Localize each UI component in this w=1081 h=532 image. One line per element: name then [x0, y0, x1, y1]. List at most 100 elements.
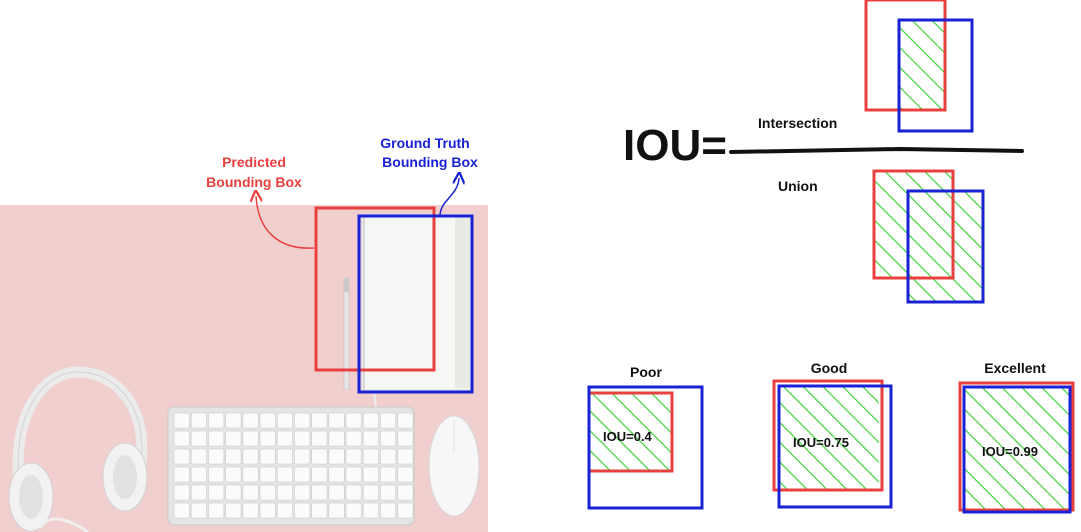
denominator-label: Union: [778, 178, 818, 194]
keyboard-key: [191, 467, 207, 482]
keyboard-key: [277, 431, 293, 446]
keyboard-key: [191, 413, 207, 428]
keyboard-key: [294, 467, 310, 482]
keyboard-key: [243, 467, 258, 482]
iou-value: IOU=0.4: [603, 429, 653, 444]
keyboard-key: [398, 431, 414, 446]
keyboard-key: [380, 449, 396, 464]
keyboard-key: [260, 413, 276, 428]
keyboard-image: [168, 392, 414, 525]
keyboard-key: [277, 449, 293, 464]
keyboard-key: [260, 449, 276, 464]
keyboard-key: [398, 467, 414, 482]
example-poor: Poor IOU=0.4: [589, 364, 702, 508]
keyboard-key: [191, 503, 207, 518]
notebook-image: [362, 214, 472, 390]
keyboard-key: [380, 413, 396, 428]
keyboard-key: [312, 467, 328, 482]
keyboard-key: [312, 503, 328, 518]
keyboard-key: [380, 485, 396, 500]
keyboard-key: [380, 503, 396, 518]
fraction-line: [731, 149, 1022, 152]
example-excellent: Excellent IOU=0.99: [960, 360, 1073, 512]
keyboard-key: [380, 431, 396, 446]
keyboard-key: [208, 467, 224, 482]
keyboard-key: [329, 467, 345, 482]
keyboard-key: [346, 449, 362, 464]
keyboard-key: [174, 503, 190, 518]
ground-truth-label-line1: Ground Truth: [380, 135, 469, 151]
keyboard-key: [363, 467, 379, 482]
keyboard-key: [312, 485, 328, 500]
predicted-label-line2: Bounding Box: [206, 174, 302, 190]
keyboard-key: [329, 431, 345, 446]
keyboard-key: [260, 467, 276, 482]
keyboard-key: [208, 413, 224, 428]
keyboard-key: [398, 485, 414, 500]
keyboard-key: [294, 449, 310, 464]
keyboard-key: [294, 413, 310, 428]
keyboard-key: [208, 449, 224, 464]
keyboard-key: [346, 485, 362, 500]
keyboard-key: [312, 449, 328, 464]
keyboard-key: [226, 413, 242, 428]
keyboard-key: [226, 485, 242, 500]
example-title: Good: [811, 360, 848, 376]
iou-value: IOU=0.99: [982, 444, 1038, 459]
keyboard-key: [294, 431, 310, 446]
keyboard-key: [243, 485, 258, 500]
formula-lhs: IOU=: [623, 121, 727, 170]
keyboard-key: [398, 449, 414, 464]
keyboard-key: [346, 503, 362, 518]
numerator-label: Intersection: [758, 115, 837, 131]
keyboard-key: [226, 449, 242, 464]
keyboard-key: [329, 449, 345, 464]
iou-value: IOU=0.75: [793, 435, 849, 450]
keyboard-key: [208, 503, 224, 518]
example-good: Good IOU=0.75: [774, 360, 891, 507]
keyboard-key: [277, 503, 293, 518]
keyboard-key: [226, 431, 242, 446]
keyboard-key: [191, 449, 207, 464]
union-illustration: [874, 171, 983, 302]
desk-photo: [0, 205, 488, 532]
keyboard-key: [226, 467, 242, 482]
keyboard-key: [174, 449, 190, 464]
keyboard-key: [398, 503, 414, 518]
keyboard-key: [294, 485, 310, 500]
keyboard-key: [243, 449, 258, 464]
keyboard-key: [294, 503, 310, 518]
keyboard-key: [208, 485, 224, 500]
keyboard-key: [243, 503, 258, 518]
keyboard-key: [174, 413, 190, 428]
keyboard-key: [174, 485, 190, 500]
example-title: Excellent: [984, 360, 1046, 376]
keyboard-key: [312, 431, 328, 446]
pen-image: [344, 278, 349, 390]
keyboard-key: [260, 503, 276, 518]
keyboard-key: [191, 431, 207, 446]
keyboard-key: [363, 503, 379, 518]
keyboard-key: [346, 431, 362, 446]
keyboard-key: [260, 431, 276, 446]
keyboard-key: [329, 485, 345, 500]
keyboard-key: [277, 485, 293, 500]
example-title: Poor: [630, 364, 662, 380]
mouse-image: [429, 416, 479, 516]
keyboard-key: [363, 449, 379, 464]
keyboard-key: [363, 485, 379, 500]
keyboard-key: [312, 413, 328, 428]
keyboard-key: [329, 503, 345, 518]
keyboard-key: [243, 431, 258, 446]
keyboard-key: [329, 413, 345, 428]
ground-truth-label-line2: Bounding Box: [382, 154, 478, 170]
keyboard-key: [363, 431, 379, 446]
keyboard-key: [398, 413, 414, 428]
keyboard-key: [260, 485, 276, 500]
keyboard-key: [346, 467, 362, 482]
keyboard-key: [208, 431, 224, 446]
keyboard-key: [277, 413, 293, 428]
keyboard-key: [346, 413, 362, 428]
keyboard-key: [174, 431, 190, 446]
